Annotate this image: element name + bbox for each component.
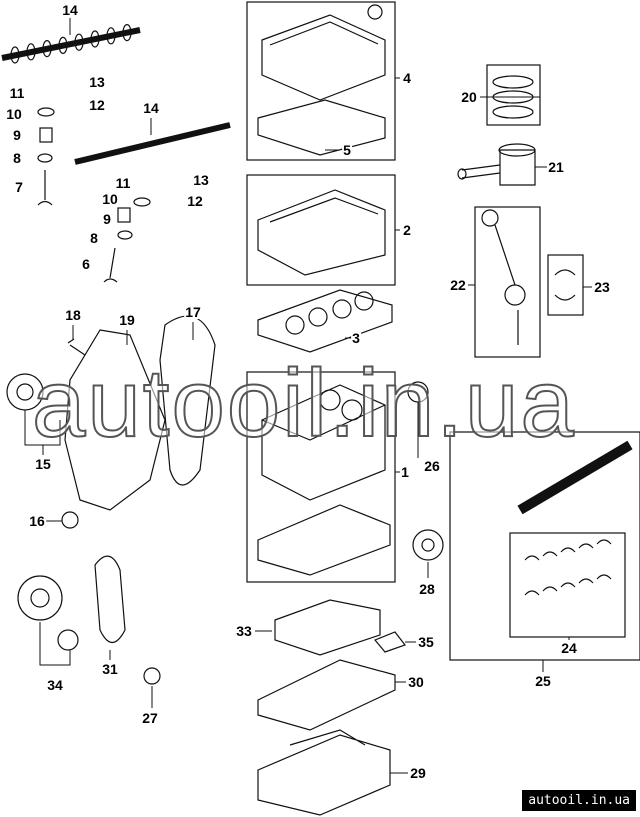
callout-16: 16 [28,513,46,529]
callout-13: 13 [88,74,106,90]
callout-21: 21 [547,159,565,175]
bearing-shell [542,551,558,557]
callout-31: 31 [101,661,119,677]
piston-rings [492,75,534,119]
group-box-crankshaft [449,431,640,661]
bearing-shell [596,574,612,580]
leader-lines [24,18,592,774]
callout-26: 26 [423,458,441,474]
callout-20: 20 [460,89,478,105]
oil-pump-33 [274,599,381,656]
bearing-shell [524,590,540,596]
sprocket-16 [61,511,79,529]
callout-10: 10 [101,191,119,207]
oil-pan-gasket [257,659,396,731]
lower-block [257,504,391,576]
cam-lobe [74,33,84,51]
group-box-main-bearings [509,532,626,638]
cam-lobe [26,43,36,61]
valve-cover-gasket [257,99,386,156]
valve-cover [261,14,386,101]
piston [457,143,536,186]
timing-cover [64,329,166,511]
oil-pan [257,729,391,816]
pulley-28 [412,529,444,561]
group-box-valve-cover [246,1,396,161]
callout-1: 1 [400,464,410,480]
callout-27: 27 [141,710,159,726]
callout-28: 28 [418,581,436,597]
bearing-shell [560,547,576,553]
callout-11: 11 [8,85,26,101]
callout-14: 14 [142,100,160,116]
callout-9: 9 [102,211,112,227]
callout-25: 25 [534,673,552,689]
intake-manifold [257,189,386,276]
callout-35: 35 [417,634,435,650]
callout-11: 11 [114,175,132,191]
cam-lobe [10,46,20,64]
springs [37,107,151,240]
group-box-rings [486,64,541,126]
connecting-rod [481,209,526,345]
bearing-shell [578,578,594,584]
callout-4: 4 [402,70,412,86]
main-bearings [524,539,612,596]
bearing-shell [524,555,540,561]
callout-18: 18 [64,307,82,323]
seal-27 [143,667,161,685]
callout-9: 9 [12,127,22,143]
callout-2: 2 [402,222,412,238]
callout-14: 14 [61,2,79,18]
callout-12: 12 [88,97,106,113]
head-gasket [257,289,393,353]
callout-8: 8 [89,230,99,246]
callout-29: 29 [409,765,427,781]
bracket-35 [374,631,406,653]
group-box-intake [246,174,396,286]
cam-lobe [42,39,52,58]
cam-lobe [106,27,116,45]
callout-15: 15 [34,456,52,472]
bearing-shell [578,543,594,549]
cam-lobe [58,36,68,55]
callout-19: 19 [118,312,136,328]
callout-6: 6 [81,256,91,272]
callout-7: 7 [14,179,24,195]
bearing-shell [542,586,558,592]
group-box-block [246,371,396,583]
callout-23: 23 [593,279,611,295]
callout-22: 22 [449,277,467,293]
callout-3: 3 [351,330,361,346]
callout-13: 13 [192,172,210,188]
callout-10: 10 [5,106,23,122]
cam-lobe [122,23,132,42]
valve-7 [37,170,53,206]
group-box-bearings [547,254,584,316]
callout-17: 17 [184,304,202,320]
valve-6 [103,247,118,283]
callout-34: 34 [46,677,64,693]
gear-34 [17,575,63,621]
callout-8: 8 [12,150,22,166]
watermark-badge: autooil.in.ua [522,790,636,811]
cam-lobe [90,30,100,48]
belt-31 [94,555,126,644]
watermark-text: autooil.in.ua [31,350,576,457]
callout-5: 5 [342,142,352,158]
callout-24: 24 [560,640,578,656]
bearing-shell [596,539,612,545]
group-box-connecting-rod [474,206,541,358]
bearing-shell [560,582,576,588]
bearing-shells [554,269,576,301]
callout-33: 33 [235,623,253,639]
callout-12: 12 [186,193,204,209]
camshaft-lower [74,122,231,165]
crankshaft [517,440,633,515]
callout-30: 30 [407,674,425,690]
camshaft-upper [1,23,141,64]
